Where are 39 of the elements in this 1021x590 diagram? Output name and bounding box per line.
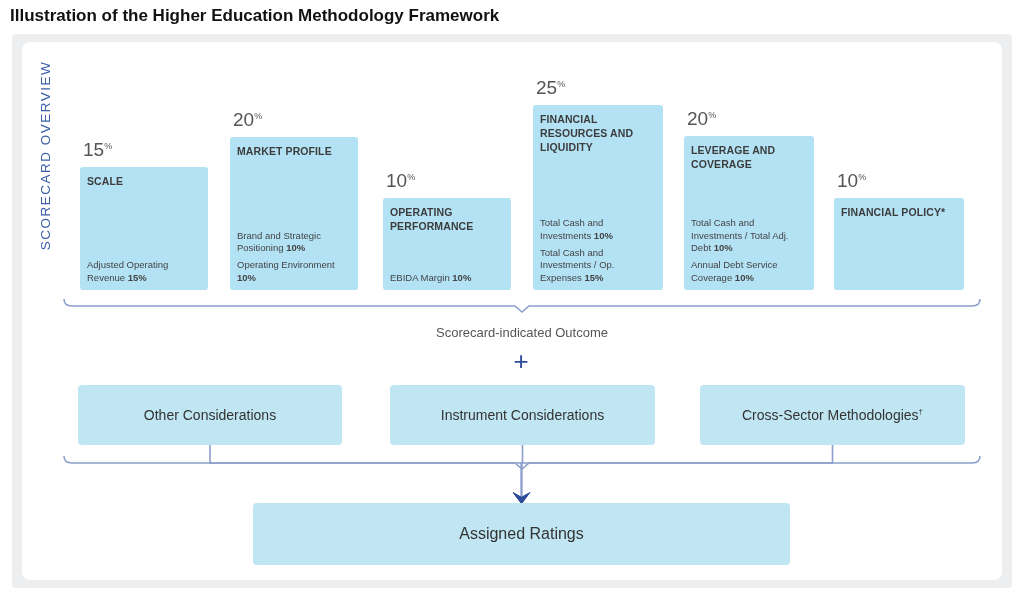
side-heading: SCORECARD OVERVIEW — [38, 60, 54, 250]
box-label: Other Considerations — [143, 407, 277, 423]
factor-heading: FINANCIAL RESOURCES AND LIQUIDITY — [540, 112, 635, 155]
factor-heading: SCALE — [87, 174, 125, 189]
factor-box — [684, 136, 814, 290]
plus-sign: + — [513, 348, 529, 374]
subfactor-text: Total Cash and Investments / Total Adj. Debt 10% — [691, 217, 790, 255]
box-label: Cross-Sector Methodologies$^{†}$ — [741, 407, 924, 423]
box-label: Instrument Considerations — [440, 407, 605, 423]
factor-heading: OPERATING PERFORMANCE — [390, 205, 475, 234]
weight-label: 15$^{%}$ — [83, 139, 113, 161]
subfactor-text: Annual Debt Service Coverage 10% — [691, 259, 779, 284]
result-box — [253, 503, 790, 565]
consideration-box — [700, 385, 965, 445]
consideration-box — [390, 385, 655, 445]
outcome-label: Scorecard-indicated Outcome — [436, 325, 608, 340]
factor-box — [533, 105, 663, 290]
subfactor-text: Total Cash and Investments 10% — [540, 217, 614, 242]
consideration-box — [78, 385, 342, 445]
subfactor-text: Adjusted Operating Revenue 15% — [87, 259, 170, 284]
subfactor-text: Operating Environment 10% — [237, 259, 336, 284]
weight-label: 20$^{%}$ — [687, 108, 717, 130]
subfactor-text: EBIDA Margin 10% — [390, 271, 473, 284]
factor-heading: FINANCIAL POLICY* — [841, 205, 947, 220]
factor-box — [834, 198, 964, 290]
arrow — [512, 444, 834, 504]
subfactor-text: Brand and Strategic Positioning 10% — [237, 229, 322, 255]
diagram-title: Illustration of the Higher Education Methodology Framework — [10, 6, 500, 26]
factor-box — [80, 167, 208, 290]
subfactor-text: Total Cash and Investments / Op. Expenses 15% — [540, 246, 616, 284]
weight-label: 10$^{%}$ — [837, 170, 867, 192]
weight-label: 20$^{%}$ — [233, 109, 263, 131]
factor-box — [383, 198, 511, 290]
factor-box — [230, 137, 358, 290]
weight-label: 10$^{%}$ — [386, 170, 416, 192]
factor-heading: LEVERAGE AND COVERAGE — [691, 143, 777, 172]
box-label: Assigned Ratings — [459, 525, 584, 543]
factor-heading: MARKET PROFILE — [237, 144, 333, 159]
weight-label: 25$^{%}$ — [536, 77, 566, 99]
